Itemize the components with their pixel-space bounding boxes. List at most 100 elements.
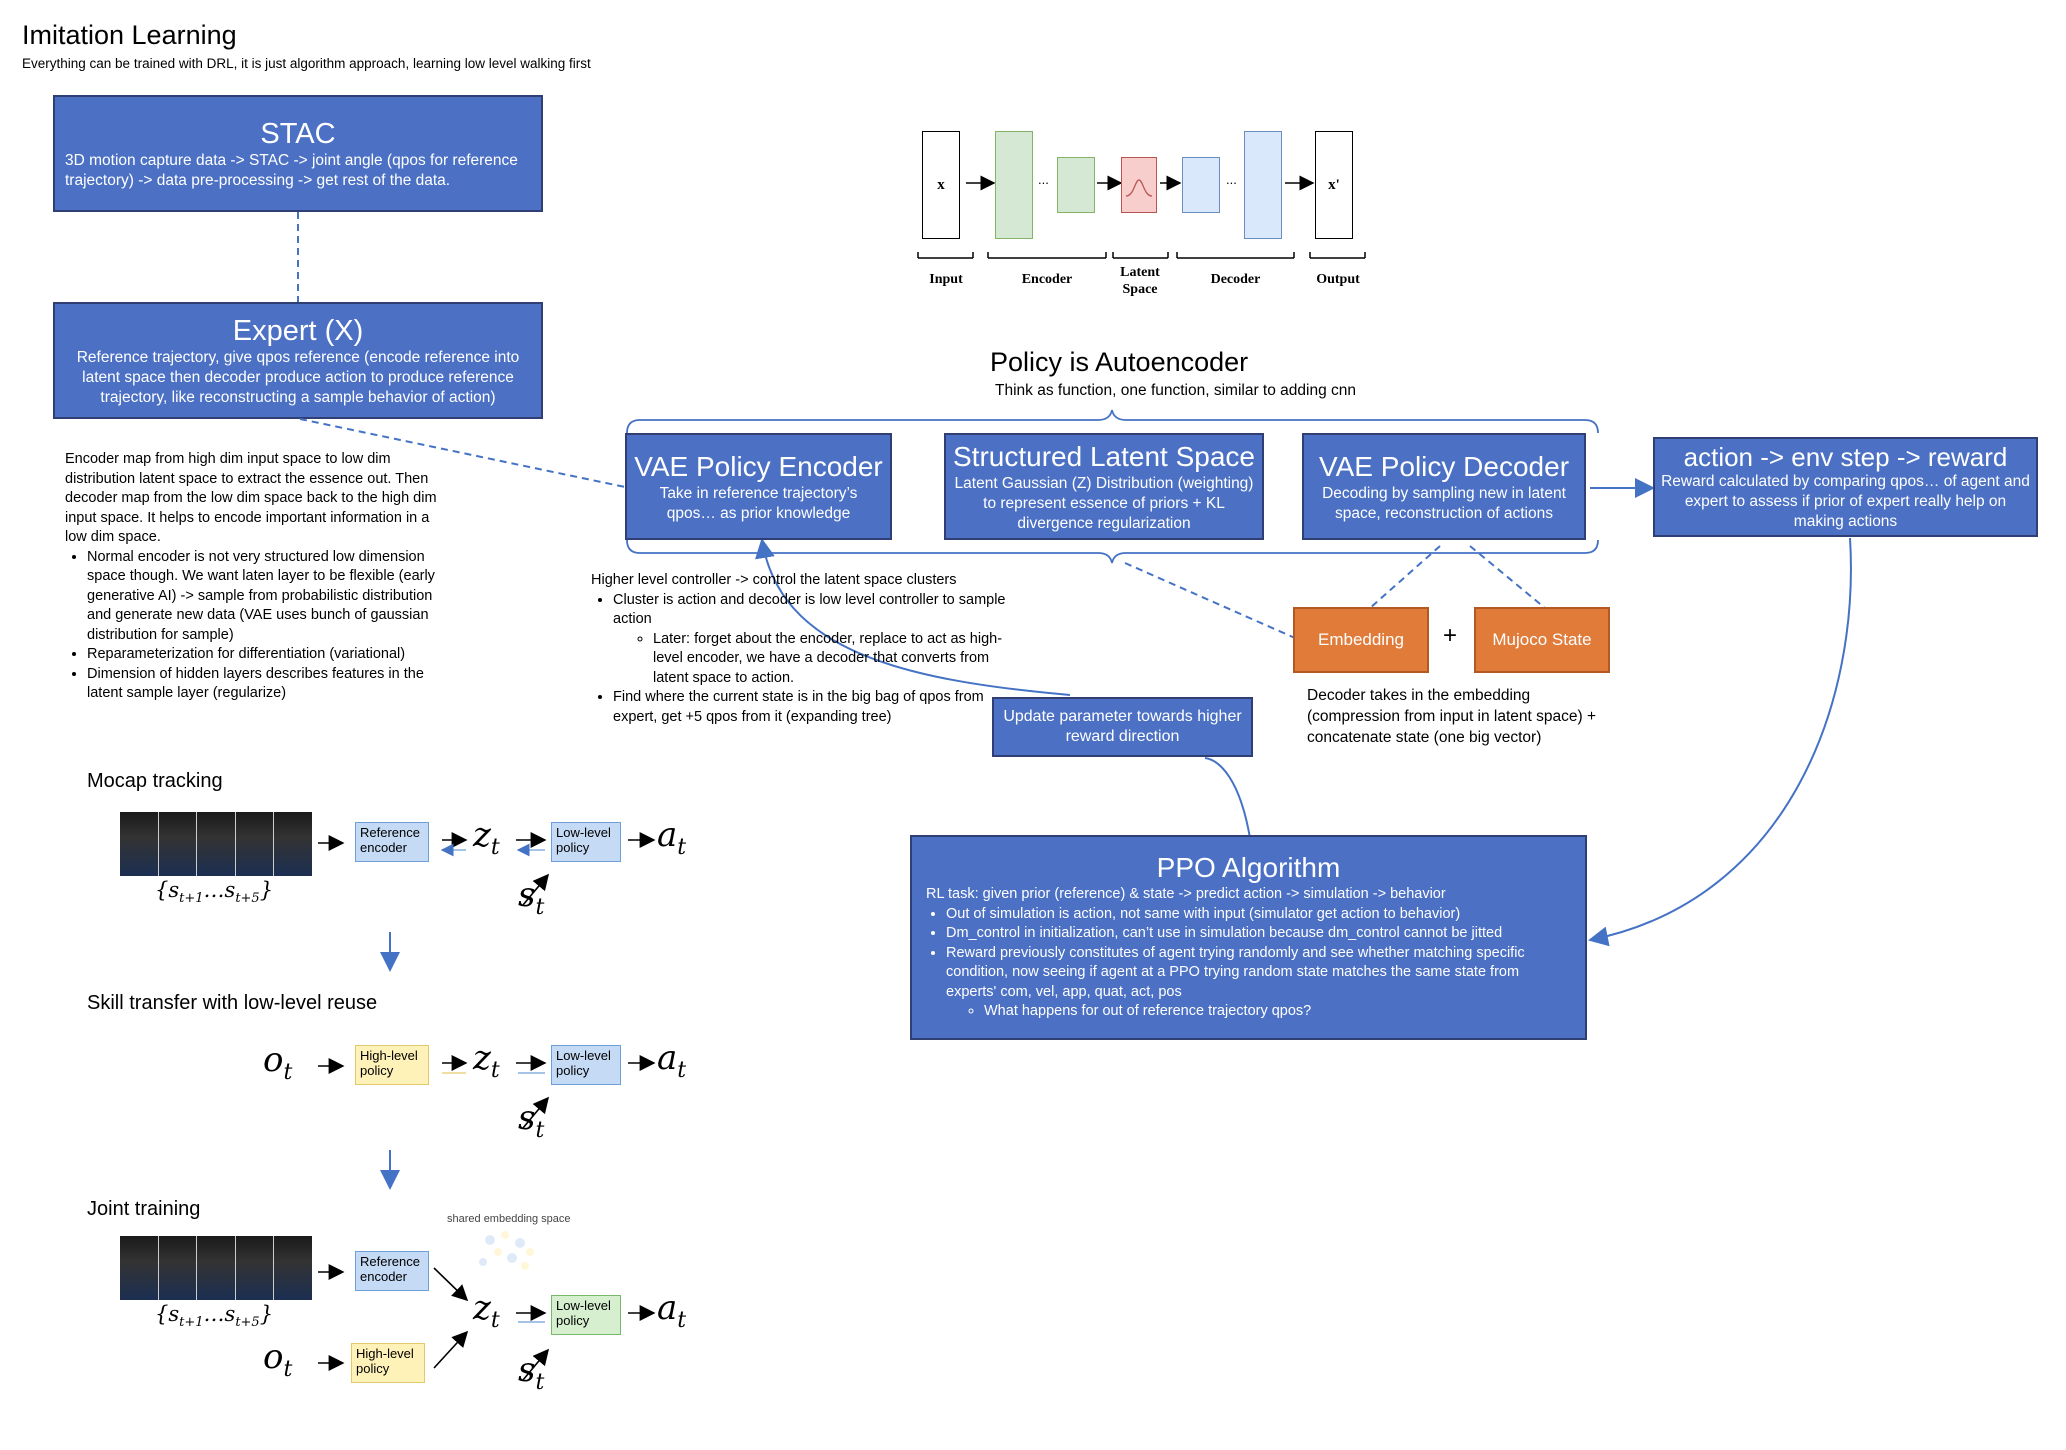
ae-stage-output: Output [1316,272,1360,287]
vae-encoder-title: VAE Policy Encoder [634,450,883,482]
t-sub: t [677,834,687,860]
mocap-title: Mocap tracking [87,770,223,792]
stac-title: STAC [260,117,336,150]
a-var: a [657,1038,678,1078]
seq-open: {s [155,1302,180,1326]
low-level-policy-box: Low-level policy [551,822,621,862]
stac-text: 3D motion capture data -> STAC -> joint … [65,151,518,189]
ae-decoder-big [1244,131,1282,239]
vae-decoder-text: Decoding by sampling new in latent space… [1322,484,1566,522]
s-t-symbol: st [518,1350,544,1395]
a-t-symbol: at [657,815,686,860]
ppo-bullet: Dm_control in initialization, can’t use … [946,924,1571,944]
encoder-note-list: Normal encoder is not very structured lo… [65,548,455,704]
action-ppo-arrow [1588,537,1852,947]
ppo-title: PPO Algorithm [1156,852,1341,883]
lower-arrows [318,832,656,1381]
high-level-policy-box: High-level policy [355,1045,429,1085]
seq-open: {s [155,878,180,902]
plus-sign: + [1443,622,1458,649]
shared-embedding-dots [479,1231,534,1270]
seq-label: {st+1…st+5} [155,878,273,906]
s-var: s [518,1350,536,1390]
controller-note-para: Higher level controller -> control the l… [591,572,957,588]
t-sub: t [535,894,545,920]
s-t-symbol: st [518,875,544,920]
t-sub: t [677,1307,687,1333]
mocap-frame-image [120,812,159,876]
t-sub: t [283,1356,293,1382]
ppo-update-curve [1204,757,1251,839]
latent-title: Structured Latent Space [953,440,1255,472]
mocap-frame-image [158,1236,198,1300]
ppo-box: PPO Algorithm RL task: given prior (refe… [910,835,1587,1040]
embedding-box: Embedding [1293,607,1429,673]
gaussian-icon [1125,179,1153,197]
ppo-sublist: What happens for out of reference trajec… [946,1002,1571,1022]
ae-xprime-label: x' [1328,176,1340,193]
seq-sub1: t+1 [179,891,204,907]
o-t-symbol: ot [263,1337,292,1382]
ae-stage-decoder: Decoder [1210,272,1261,287]
low-level-policy-box: Low-level policy [551,1295,621,1335]
a-var: a [657,815,678,855]
high-level-policy-box: High-level policy [351,1343,425,1383]
page-title: Imitation Learning [22,20,237,50]
ae-stage-latent: Latent Space [1120,265,1160,297]
s-var: s [518,875,536,915]
update-text: Update parameter towards higher reward d… [1003,708,1242,745]
mocap-frame-image [274,1236,312,1300]
ppo-list: Out of simulation is action, not same wi… [926,905,1571,1022]
seq-sub1: t+1 [179,1315,204,1331]
seq-sub2: t+5 [235,891,260,907]
encoder-note-bullet: Reparameterization for differentiation (… [87,645,455,665]
mocap-frame-image [235,812,275,876]
seq-sub2: t+5 [235,1315,260,1331]
ae-stage-encoder: Encoder [1021,272,1073,287]
encoder-note-para: Encoder map from high dim input space to… [65,451,437,545]
encoder-note: Encoder map from high dim input space to… [65,450,455,704]
reference-encoder-box: Reference encoder [355,1251,429,1291]
ppo-bullet: Out of simulation is action, not same wi… [946,905,1571,925]
expert-text: Reference trajectory, give qpos referenc… [76,348,520,406]
ae-output-box: x' [1315,131,1353,239]
page-subtitle: Everything can be trained with DRL, it i… [22,56,591,71]
bottom-brace [626,539,1599,564]
s-var: s [518,1098,536,1138]
ae-decoder-small [1182,157,1220,213]
vae-encoder-text: Take in reference trajectory’s qpos… as … [659,484,858,522]
low-level-policy-box: Low-level policy [551,1045,621,1085]
z-t-symbol: zt [473,815,500,860]
ae-enc-dots: ... [1038,172,1049,187]
controller-note-bullet: Find where the current state is in the b… [613,688,1011,727]
ae-input-box: x [922,131,960,239]
a-t-symbol: at [657,1288,686,1333]
o-var: o [263,1337,284,1377]
z-var: z [473,815,491,855]
t-sub: t [677,1057,687,1083]
decoder-mujoco-dash [1469,545,1546,609]
o-t-symbol: ot [263,1040,292,1085]
t-sub: t [535,1117,545,1143]
mocap-frame-image [197,1236,236,1300]
decoder-note: Decoder takes in the embedding (compress… [1307,687,1597,746]
encoder-note-bullet: Normal encoder is not very structured lo… [87,548,455,646]
s-t-symbol: st [518,1098,544,1143]
update-encoder-arrow [755,538,1071,696]
vae-decoder-title: VAE Policy Decoder [1318,450,1570,482]
ae-stage-input: Input [929,272,963,287]
a-var: a [657,1288,678,1328]
skill-title: Skill transfer with low-level reuse [87,992,378,1014]
seq-label: {st+1…st+5} [155,1302,273,1330]
mocap-frame-image [235,1236,275,1300]
reference-encoder-box: Reference encoder [355,822,429,862]
latent-embedding-dash [1124,562,1296,639]
mocap-frames [120,812,312,876]
ppo-intro: RL task: given prior (reference) & state… [926,886,1446,902]
decoder-embedding-dash [1369,545,1441,609]
expert-encoder-dash [299,418,626,488]
mujoco-state-box: Mujoco State [1474,607,1610,673]
ae-x-label: x [937,176,945,193]
t-sub: t [490,1307,500,1333]
